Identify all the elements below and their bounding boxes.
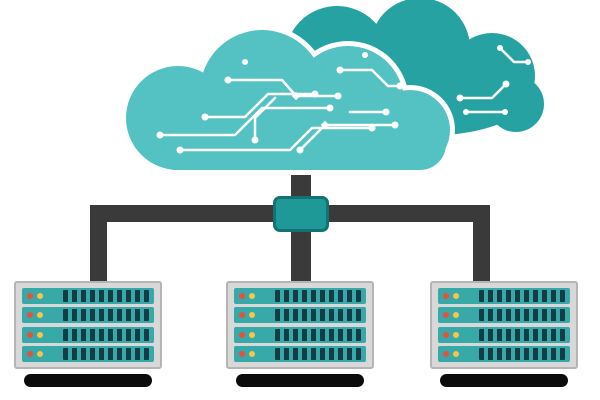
server-unit: [438, 326, 570, 343]
server-unit: [234, 307, 366, 324]
vent-slats: [63, 328, 149, 341]
server-rack-1: [14, 281, 162, 369]
server-base: [236, 374, 364, 387]
network-hub: [273, 196, 329, 232]
server-base: [440, 374, 568, 387]
status-led-icon: [37, 312, 43, 319]
vent-slats: [275, 290, 361, 302]
power-led-icon: [27, 293, 33, 299]
vent-slats: [275, 347, 361, 360]
power-led-icon: [239, 293, 245, 299]
server-unit: [234, 326, 366, 343]
circuit-nodes: [156, 45, 531, 154]
power-led-icon: [27, 312, 33, 319]
power-led-icon: [443, 331, 449, 338]
circuit-traces: [158, 46, 530, 152]
server-rack-2: [226, 281, 374, 369]
status-led-icon: [37, 331, 43, 338]
power-led-icon: [27, 331, 33, 338]
server-unit: [438, 307, 570, 324]
cloud-light-front: [126, 30, 450, 170]
power-led-icon: [239, 331, 245, 338]
vent-slats: [479, 328, 565, 341]
cloud-separation-gap: [121, 25, 455, 175]
status-led-icon: [453, 312, 459, 319]
status-led-icon: [249, 312, 255, 319]
power-led-icon: [27, 350, 33, 357]
status-led-icon: [249, 331, 255, 338]
vent-slats: [63, 290, 149, 302]
connector-drop-right: [473, 205, 490, 285]
vent-slats: [479, 309, 565, 322]
connector-drop-left: [90, 205, 107, 285]
server-unit: [22, 326, 154, 343]
vent-slats: [275, 309, 361, 322]
vent-slats: [275, 328, 361, 341]
server-unit: [22, 307, 154, 324]
server-unit: [22, 345, 154, 362]
vent-slats: [63, 347, 149, 360]
status-led-icon: [453, 293, 459, 299]
cloud-dark-back: [285, 0, 544, 136]
vent-slats: [479, 347, 565, 360]
status-led-icon: [249, 350, 255, 357]
server-base: [24, 374, 152, 387]
power-led-icon: [443, 312, 449, 319]
status-led-icon: [37, 293, 43, 299]
vent-slats: [479, 290, 565, 302]
power-led-icon: [239, 350, 245, 357]
status-led-icon: [37, 350, 43, 357]
power-led-icon: [239, 312, 245, 319]
status-led-icon: [453, 331, 459, 338]
power-led-icon: [443, 293, 449, 299]
server-unit: [438, 345, 570, 362]
status-led-icon: [453, 350, 459, 357]
server-unit: [234, 345, 366, 362]
power-led-icon: [443, 350, 449, 357]
server-unit: [22, 288, 154, 304]
status-led-icon: [249, 293, 255, 299]
server-unit: [234, 288, 366, 304]
server-unit: [438, 288, 570, 304]
server-rack-3: [430, 281, 578, 369]
vent-slats: [63, 309, 149, 322]
